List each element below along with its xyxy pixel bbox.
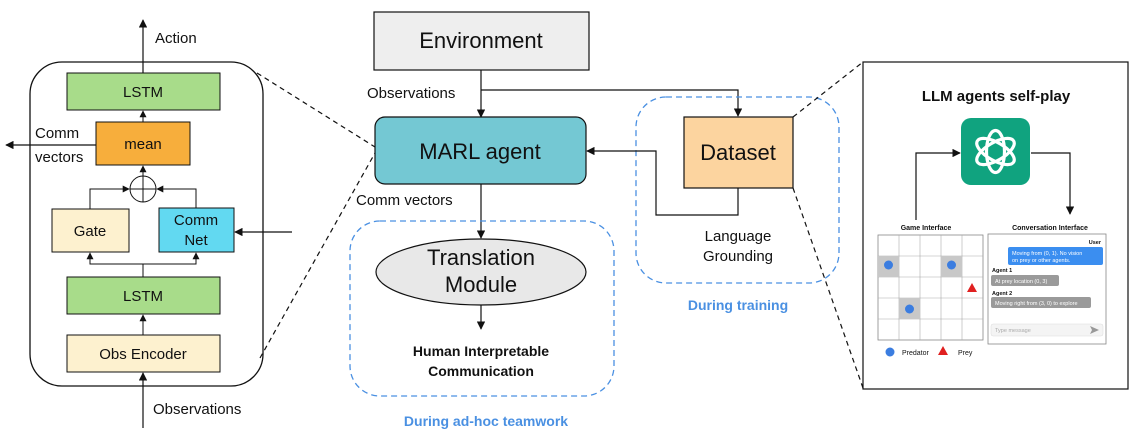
legend-prey-label: Prey: [958, 350, 973, 357]
action-label: Action: [155, 30, 197, 47]
comm-net-label-line1: Comm: [174, 212, 218, 229]
user-message-bubble: [1008, 247, 1103, 265]
lstm-bottom-box: [66, 276, 221, 315]
user-message-line2: on prey or other agents.: [1012, 258, 1071, 264]
zoom-line-right-top: [792, 61, 864, 118]
message-input[interactable]: [990, 323, 1104, 337]
mean-label: mean: [124, 136, 162, 153]
conversation-interface-title: Conversation Interface: [1012, 225, 1088, 232]
env-to-dataset-arrow: [481, 89, 743, 117]
user-label: User: [1089, 240, 1102, 246]
marl-agent-label: MARL agent: [419, 139, 540, 164]
translation-module-label-line1: Translation: [427, 245, 535, 270]
comm-vectors-label: Comm vectors: [356, 192, 453, 209]
predator-marker: [884, 260, 893, 270]
training-caption: During training: [688, 297, 788, 313]
agent1-label: Agent 1: [992, 268, 1012, 274]
mean-box: [95, 121, 191, 166]
dataset-to-marl-arrow: [586, 146, 739, 216]
send-icon[interactable]: [1090, 326, 1099, 334]
human-interpretable-label-line2: Communication: [428, 363, 534, 379]
environment-box: [373, 11, 590, 71]
commnet-to-sum-arrow: [156, 185, 197, 208]
agent-architecture-frame: [29, 61, 264, 387]
game-grid: [877, 234, 984, 341]
prey-marker: [967, 283, 977, 292]
agent1-message-bubble: [991, 275, 1059, 286]
lstm-top-label: LSTM: [123, 84, 163, 101]
comm-net-label-line2: Net: [184, 232, 208, 249]
dataset-box: [683, 116, 794, 189]
observations-label: Observations: [367, 85, 455, 102]
center-panel: Environment Observations MARL agent Comm…: [349, 11, 840, 429]
agent2-message-bubble: [991, 297, 1091, 308]
environment-label: Environment: [419, 28, 543, 53]
gate-label: Gate: [74, 223, 107, 240]
llm-to-conversation-arrow: [1031, 152, 1075, 215]
message-input-placeholder: Type message: [995, 328, 1031, 334]
zoom-line-right-bottom: [792, 187, 864, 389]
adhoc-teamwork-region: [349, 220, 615, 397]
training-region: [635, 96, 840, 284]
comm-net-box: [158, 207, 235, 253]
gate-to-sum-arrow: [89, 185, 130, 209]
agent2-label: Agent 2: [992, 291, 1012, 297]
gate-box: [51, 208, 130, 253]
legend-prey-icon: [938, 346, 948, 355]
llm-logo-glyph: [975, 128, 1016, 175]
legend-predator-label: Predator: [902, 350, 930, 357]
legend-predator-icon: [885, 347, 895, 357]
obs-encoder-box: [66, 334, 221, 373]
observations-in-label: Observations: [153, 401, 241, 418]
lstm-to-commnet-arrow: [143, 252, 200, 265]
language-grounding-label-line1: Language: [705, 228, 772, 245]
dataset-label: Dataset: [700, 140, 776, 165]
human-interpretable-label-line1: Human Interpretable: [413, 343, 549, 359]
translation-module-label-line2: Module: [445, 272, 517, 297]
agent2-message: Moving right from (3, 0) to explore: [995, 301, 1078, 307]
lstm-bottom-label: LSTM: [123, 288, 163, 305]
lstm-to-gate-arrow: [86, 252, 143, 265]
llm-logo: [961, 118, 1030, 185]
agent1-message: At prey location (0, 3): [995, 279, 1047, 285]
zoom-line-left-bottom: [259, 152, 376, 359]
game-to-llm-arrow: [915, 148, 961, 220]
obs-encoder-label: Obs Encoder: [99, 346, 187, 363]
predator-marker: [947, 260, 956, 270]
left-panel: Action LSTM mean Comm vectors Gate Comm …: [5, 19, 292, 428]
zoom-line-left-top: [256, 72, 376, 148]
right-panel: LLM agents self-play Game Interface: [862, 61, 1129, 390]
predator-marker: [905, 304, 914, 314]
user-message-line1: Moving from (0, 1). No vision: [1012, 251, 1082, 257]
lstm-top-box: [66, 72, 221, 111]
llm-selfplay-title: LLM agents self-play: [922, 88, 1071, 105]
comm-vectors-out-label-line1: Comm: [35, 125, 79, 142]
comm-vectors-out-label-line2: vectors: [35, 149, 83, 166]
game-interface-title: Game Interface: [901, 225, 952, 232]
language-grounding-label-line2: Grounding: [703, 248, 773, 265]
adhoc-caption: During ad-hoc teamwork: [404, 413, 568, 429]
